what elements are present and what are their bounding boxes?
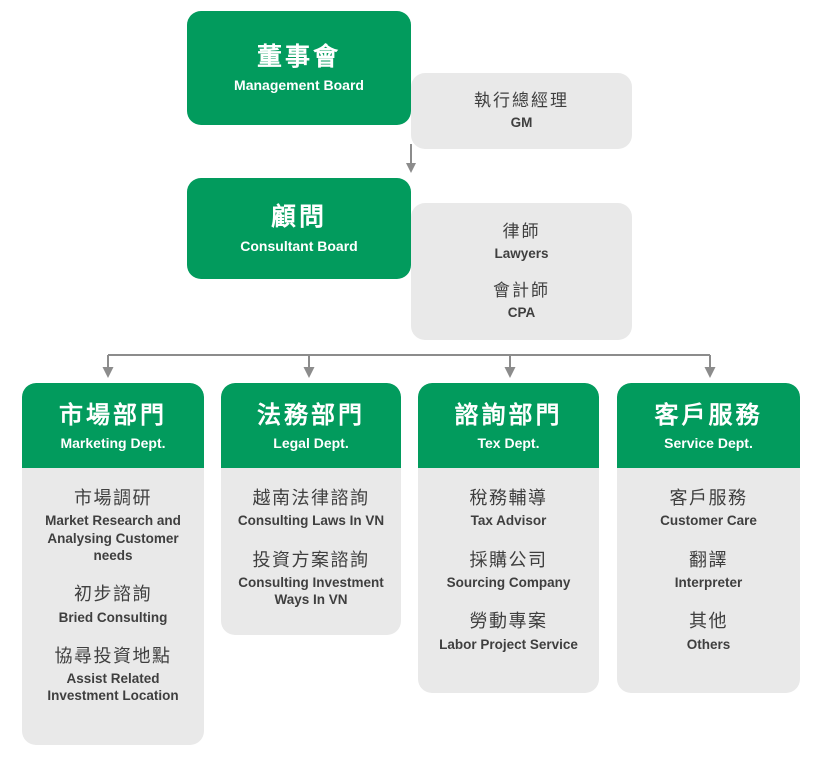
role-group-gm: 執行總經理 GM: [474, 90, 569, 132]
service-item: 翻譯 Interpreter: [627, 548, 790, 592]
role-group-cpa: 會計師 CPA: [493, 280, 550, 322]
service-item: 其他 Others: [627, 609, 790, 653]
gm-role-cn: 執行總經理: [474, 90, 569, 110]
lawyers-role-en: Lawyers: [494, 245, 549, 261]
department-title-en-tex: Tex Dept.: [477, 435, 540, 451]
department-card-legal[interactable]: 法務部門 Legal Dept. 越南法律諮詢 Consulting Laws …: [221, 383, 401, 635]
department-body-tex: 稅務輔導 Tax Advisor 採購公司 Sourcing Company 勞…: [418, 468, 599, 693]
management-board-card[interactable]: 董事會 Management Board: [187, 11, 411, 125]
service-item: 市場調研 Market Research and Analysing Custo…: [32, 486, 194, 564]
gm-role-en: GM: [510, 114, 533, 130]
service-item: 勞動專案 Labor Project Service: [428, 609, 589, 653]
department-title-en-legal: Legal Dept.: [273, 435, 349, 451]
service-title-cn: 客戶服務: [669, 488, 748, 509]
service-title-en: Interpreter: [674, 575, 743, 591]
service-title-en: Customer Care: [660, 513, 757, 529]
service-item: 客戶服務 Customer Care: [627, 486, 790, 530]
department-title-cn-tex: 諮詢部門: [454, 402, 563, 429]
service-item: 協尋投資地點 Assist Related Investment Locatio…: [32, 644, 194, 705]
service-title-cn: 越南法律諮詢: [252, 488, 370, 509]
advisors-role-panel[interactable]: 律師 Lawyers 會計師 CPA: [411, 203, 632, 340]
department-title-cn-service: 客戶服務: [654, 402, 763, 429]
department-header-marketing: 市場部門 Marketing Dept.: [22, 383, 204, 469]
arrowhead-dept-3: [704, 367, 716, 378]
service-title-en: Consulting Laws In VN: [237, 513, 385, 529]
service-title-en: Labor Project Service: [439, 636, 578, 652]
department-body-legal: 越南法律諮詢 Consulting Laws In VN 投資方案諮詢 Cons…: [221, 468, 401, 635]
department-title-cn-legal: 法務部門: [257, 402, 365, 429]
role-group-lawyers: 律師 Lawyers: [494, 221, 548, 263]
lawyers-role-cn: 律師: [502, 221, 541, 241]
service-title-en: Market Research and Analysing Customer n…: [45, 513, 181, 564]
department-header-tex: 諮詢部門 Tex Dept.: [418, 383, 599, 469]
service-item: 稅務輔導 Tax Advisor: [428, 486, 589, 530]
service-title-cn: 採購公司: [469, 549, 548, 570]
management-board-title-cn: 董事會: [256, 42, 341, 71]
department-title-en-marketing: Marketing Dept.: [60, 435, 166, 451]
department-title-en-service: Service Dept.: [664, 435, 753, 451]
department-header-service: 客戶服務 Service Dept.: [617, 383, 800, 469]
service-item: 投資方案諮詢 Consulting Investment Ways In VN: [231, 548, 391, 609]
department-title-cn-marketing: 市場部門: [59, 402, 167, 429]
arrowhead-dept-2: [504, 367, 516, 378]
service-title-cn: 其他: [689, 611, 728, 632]
service-title-en: Bried Consulting: [58, 609, 168, 625]
department-card-service[interactable]: 客戶服務 Service Dept. 客戶服務 Customer Care 翻譯…: [617, 383, 800, 693]
department-body-marketing: 市場調研 Market Research and Analysing Custo…: [22, 468, 204, 745]
service-title-cn: 市場調研: [74, 488, 152, 509]
service-title-en: Others: [686, 636, 731, 652]
arrowhead-board-to-consultant: [406, 163, 416, 173]
cpa-role-cn: 會計師: [493, 281, 550, 300]
service-title-cn: 協尋投資地點: [54, 645, 172, 666]
arrowhead-dept-0: [102, 367, 114, 378]
department-card-marketing[interactable]: 市場部門 Marketing Dept. 市場調研 Market Researc…: [22, 383, 204, 745]
management-board-title-en: Management Board: [234, 77, 364, 94]
service-title-cn: 翻譯: [689, 549, 728, 570]
service-title-en: Consulting Investment Ways In VN: [238, 575, 384, 608]
gm-role-panel[interactable]: 執行總經理 GM: [411, 73, 632, 149]
department-body-service: 客戶服務 Customer Care 翻譯 Interpreter 其他 Oth…: [617, 468, 800, 693]
consultant-board-card[interactable]: 顧問 Consultant Board: [187, 178, 411, 279]
service-item: 初步諮詢 Bried Consulting: [32, 582, 194, 626]
service-item: 越南法律諮詢 Consulting Laws In VN: [231, 486, 391, 530]
service-title-en: Sourcing Company: [446, 575, 571, 591]
service-title-cn: 稅務輔導: [469, 488, 548, 509]
service-title-cn: 投資方案諮詢: [252, 549, 370, 570]
cpa-role-en: CPA: [507, 304, 536, 320]
arrowhead-dept-1: [303, 367, 315, 378]
consultant-board-title-en: Consultant Board: [240, 237, 358, 254]
service-title-en: Tax Advisor: [470, 513, 547, 529]
service-title-cn: 勞動專案: [469, 611, 548, 632]
department-header-legal: 法務部門 Legal Dept.: [221, 383, 401, 469]
service-title-cn: 初步諮詢: [74, 584, 152, 605]
service-item: 採購公司 Sourcing Company: [428, 548, 589, 592]
department-card-tex[interactable]: 諮詢部門 Tex Dept. 稅務輔導 Tax Advisor 採購公司 Sou…: [418, 383, 599, 693]
consultant-board-title-cn: 顧問: [270, 203, 327, 232]
service-title-en: Assist Related Investment Location: [47, 671, 179, 704]
